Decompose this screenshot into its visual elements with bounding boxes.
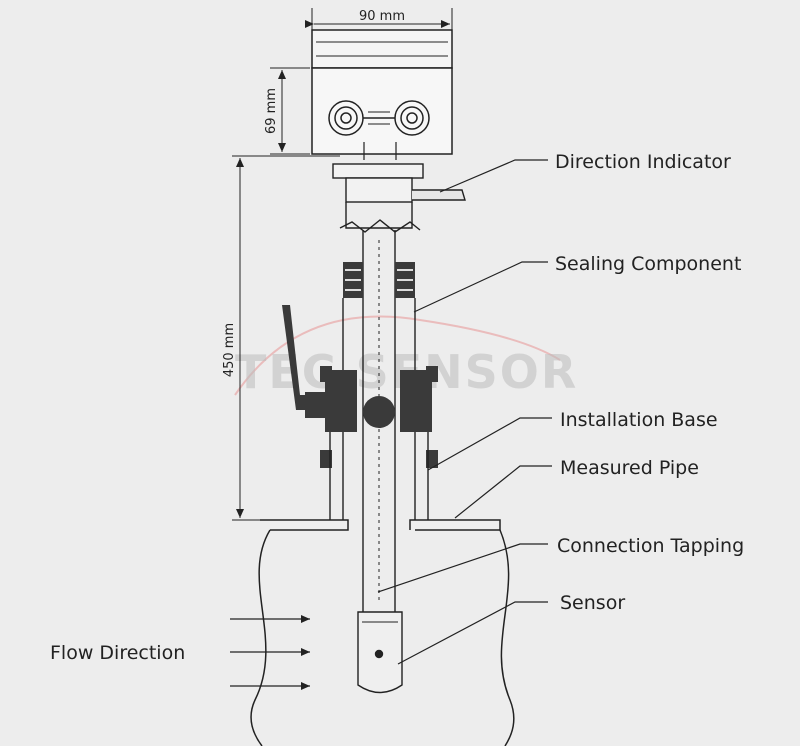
sealing-component xyxy=(342,262,416,372)
label-sealing-component: Sealing Component xyxy=(555,253,741,275)
label-installation-base: Installation Base xyxy=(560,409,718,431)
label-direction-indicator: Direction Indicator xyxy=(555,151,731,173)
direction-indicator-plate xyxy=(412,189,466,201)
dimension-head-height: 69 mm xyxy=(264,88,279,134)
dimension-insertion-length: 450 mm xyxy=(222,323,237,377)
label-flow-direction: Flow Direction xyxy=(50,642,185,664)
measured-pipe xyxy=(250,519,515,746)
dimension-lines xyxy=(232,8,453,521)
label-connection-tapping: Connection Tapping xyxy=(557,535,744,557)
insertion-rod xyxy=(357,230,403,694)
neck-assembly xyxy=(332,163,466,233)
dimension-width: 90 mm xyxy=(359,9,405,24)
flow-arrows xyxy=(230,615,310,690)
transmitter-head xyxy=(311,29,453,160)
label-sensor: Sensor xyxy=(560,592,625,614)
ball-valve xyxy=(282,305,438,520)
label-measured-pipe: Measured Pipe xyxy=(560,457,699,479)
leader-lines xyxy=(377,159,552,665)
